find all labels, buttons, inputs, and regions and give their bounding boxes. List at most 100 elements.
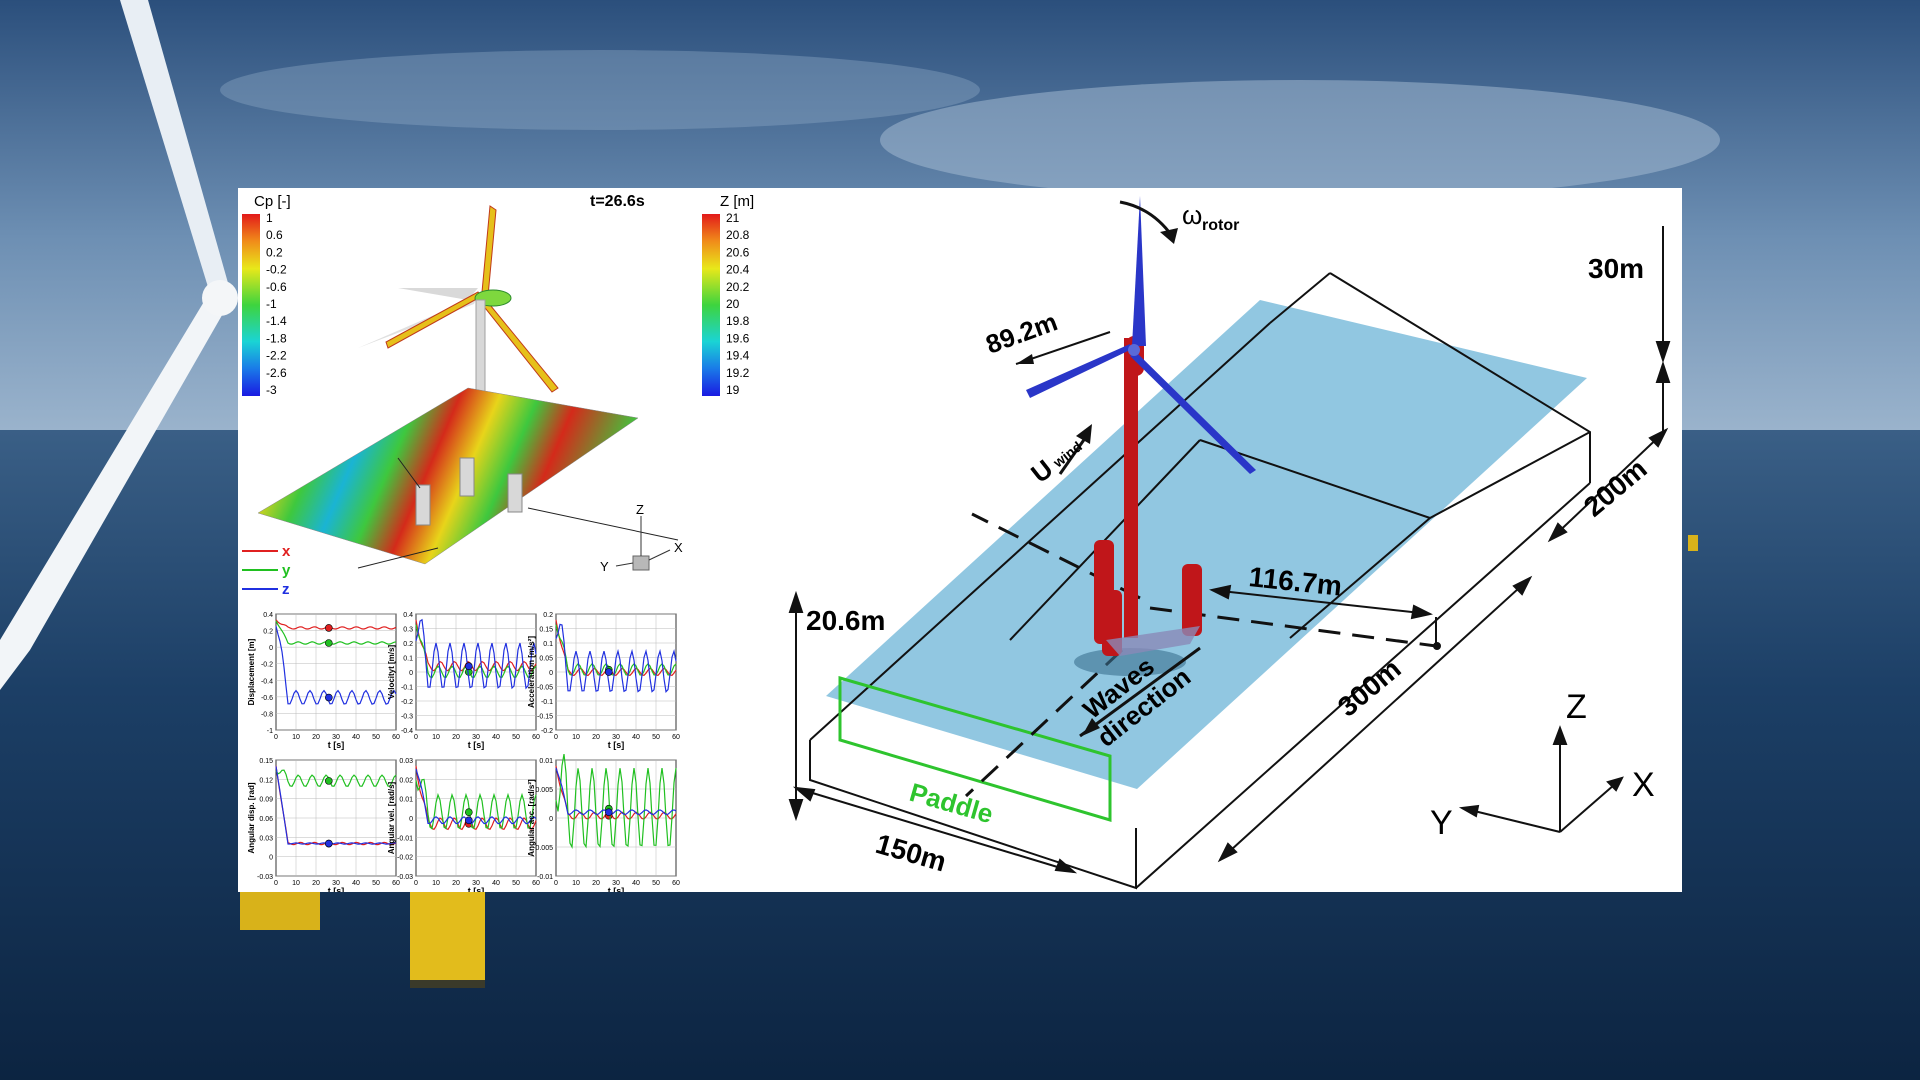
platform-column — [240, 890, 320, 930]
mooring-line — [357, 547, 439, 569]
series-line — [415, 778, 537, 830]
time-marker — [604, 668, 613, 676]
wind-arrow — [1058, 433, 1090, 475]
column — [1182, 564, 1202, 636]
dimension-lines — [788, 226, 1671, 874]
mooring-line — [527, 507, 679, 541]
y-tick: -0.2 — [541, 728, 553, 735]
x-tick: 0 — [274, 880, 278, 887]
x-tick: 10 — [292, 880, 300, 887]
series-line — [555, 623, 677, 693]
y-tick: 0.4 — [263, 612, 273, 619]
x-tick: 40 — [492, 880, 500, 887]
x-tick: 0 — [554, 880, 558, 887]
blade-ghost — [398, 288, 478, 300]
series-line — [555, 767, 677, 816]
y-tick: 0 — [409, 670, 413, 677]
rotation-arrowhead — [1160, 228, 1178, 244]
colorbar-tick: 0.2 — [266, 245, 283, 259]
y-tick: 0 — [269, 855, 273, 862]
time-marker — [604, 808, 613, 817]
y-tick: 0.2 — [403, 641, 413, 648]
x-tick: 20 — [452, 880, 460, 887]
paddle[interactable] — [838, 676, 1112, 823]
time-marker — [465, 808, 473, 817]
y-tick: -0.1 — [541, 699, 553, 706]
series-line — [275, 620, 397, 645]
axis-y-label: Y — [1430, 804, 1453, 842]
floater-columns — [415, 457, 523, 526]
legend-y: y — [282, 562, 291, 579]
x-axis-label: t [s] — [608, 740, 625, 750]
x-axis-label: t [s] — [328, 886, 345, 892]
y-tick: -0.8 — [261, 711, 273, 718]
y-tick: 0.1 — [403, 656, 413, 663]
hub — [1128, 344, 1140, 356]
y-tick: 0.09 — [259, 797, 273, 804]
x-tick: 20 — [312, 734, 320, 741]
colorbar-tick: 20.8 — [726, 228, 750, 242]
colorbar-tick: 19 — [726, 383, 740, 397]
turbine-blade — [120, 0, 230, 300]
y-tick: 0.06 — [259, 816, 273, 823]
y-tick: 0.03 — [259, 835, 273, 842]
axis-triad: Z X Y — [600, 502, 683, 574]
rotor-blade — [1132, 196, 1146, 346]
y-tick: -0.01 — [537, 874, 553, 881]
y-tick: 0.1 — [543, 641, 553, 648]
y-tick: -0.03 — [397, 874, 413, 881]
y-tick: 0 — [549, 816, 553, 823]
time-marker — [325, 639, 333, 647]
y-tick: -0.02 — [397, 855, 413, 862]
turbine-model — [358, 205, 559, 491]
length-label: 300m — [1332, 653, 1407, 723]
axis-z-label: Z — [1566, 688, 1587, 726]
blade — [385, 291, 483, 349]
x-tick: 10 — [572, 880, 580, 887]
colorbar-tick: -0.2 — [266, 263, 287, 277]
colorbar-tick: 1 — [266, 211, 273, 225]
y-tick: -0.4 — [401, 728, 413, 735]
y-tick: 0.15 — [259, 758, 273, 765]
y-tick: -0.01 — [397, 835, 413, 842]
colorbar-tick: 0.6 — [266, 228, 283, 242]
x-tick: 40 — [632, 734, 640, 741]
colorbar-tick: -0.6 — [266, 280, 287, 294]
x-tick: 30 — [332, 734, 340, 741]
y-tick: -0.6 — [261, 695, 273, 702]
series-line — [415, 765, 537, 831]
x-tick: 60 — [672, 880, 680, 887]
series-line — [275, 766, 397, 845]
waves-arrow — [1079, 646, 1201, 738]
rotation-arrow — [1119, 200, 1174, 237]
z-colorbar — [702, 214, 720, 396]
colorbar-tick: 19.8 — [726, 314, 750, 328]
time-marker — [325, 777, 333, 785]
waves-arrowhead — [1082, 718, 1100, 736]
blade — [481, 299, 559, 393]
y-tick: 0.2 — [543, 612, 553, 619]
y-axis-label: Angular acc. [rad/s²] — [527, 779, 536, 857]
y-tick: 0.3 — [403, 627, 413, 634]
y-axis-label: Velocityt [m/s] — [387, 645, 396, 700]
depth-label: 20.6m — [806, 605, 885, 636]
omega-subscript: rotor — [1202, 217, 1239, 234]
rotor-blade — [1026, 344, 1130, 398]
x-tick: 50 — [372, 880, 380, 887]
cp-title: Cp [-] — [254, 193, 291, 210]
series-line — [415, 768, 537, 825]
y-tick: -0.03 — [257, 874, 273, 881]
y-tick: 0.4 — [403, 612, 413, 619]
x-tick: 40 — [352, 880, 360, 887]
series-line — [415, 618, 537, 690]
x-tick: 30 — [472, 880, 480, 887]
y-tick: 0 — [269, 645, 273, 652]
colorbar-tick: 19.4 — [726, 349, 750, 363]
x-tick: 30 — [612, 734, 620, 741]
series-line — [275, 625, 397, 705]
series-line — [555, 753, 677, 849]
